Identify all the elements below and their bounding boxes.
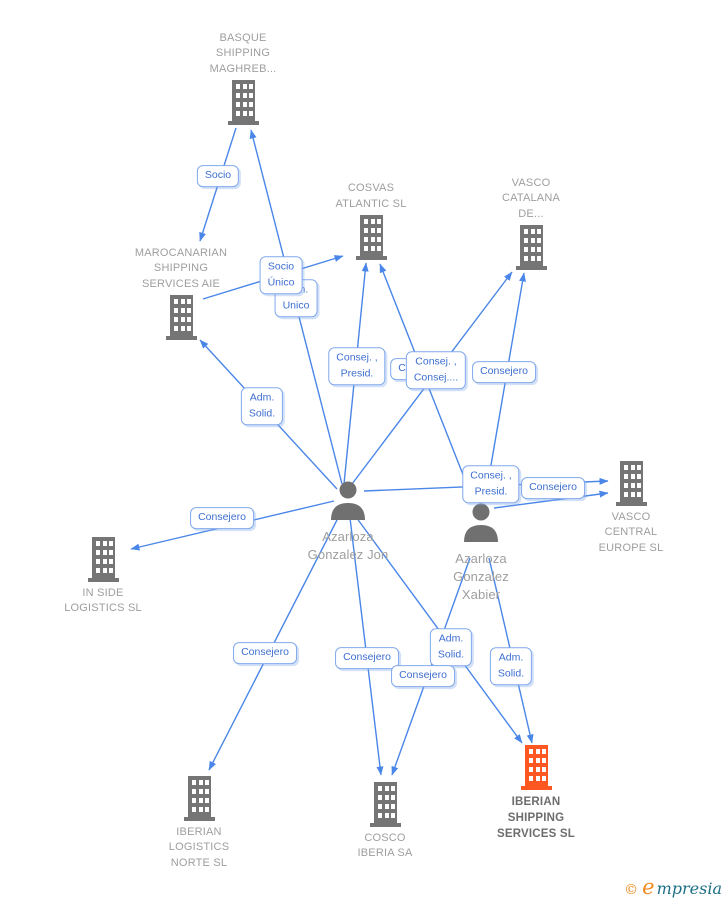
company-node-cosvas-atlantic[interactable]: COSVAS ATLANTIC SL [335,182,406,261]
edge-label-adm-solid-iberian-shipping-xabier: Adm. Solid. [489,647,533,685]
company-node-basque-shipping-maghreb[interactable]: BASQUE SHIPPING MAGHREB... [210,32,276,126]
company-label: IN SIDE LOGISTICS SL [64,587,142,615]
person-node-azarloza-gonzalez-xabier[interactable]: Azarloza Gonzalez Xabier [453,502,509,602]
building-icon [370,782,401,827]
company-node-marocanarian[interactable]: MAROCANARIAN SHIPPING SERVICES AIE [135,247,227,341]
company-label: IBERIAN LOGISTICS NORTE SL [168,826,230,869]
logo-wordmark: mpresia [656,879,722,898]
building-icon [616,461,647,506]
person-label: Azarloza Gonzalez Jon [307,529,389,563]
company-node-iberian-shipping-services[interactable]: IBERIAN SHIPPING SERVICES SL [497,745,575,840]
company-node-vasco-central[interactable]: VASCO CENTRAL EUROPE SL [599,461,663,554]
edge-xabier-vasco-central [493,490,609,509]
person-icon [331,481,365,520]
logo-letter-e: e [642,875,655,899]
edge-label-consejero-cosco-xabier: Consejero [391,665,455,687]
edge-jon-cosco [349,517,384,776]
person-node-azarloza-gonzalez-jon[interactable]: Azarloza Gonzalez Jon [308,480,388,562]
edge-label-socio: Socio [196,165,240,187]
building-icon [516,225,547,270]
company-node-in-side-logistics[interactable]: IN SIDE LOGISTICS SL [64,537,142,614]
building-icon [166,295,197,340]
company-label: VASCO CENTRAL EUROPE SL [598,511,664,554]
person-icon [464,503,498,542]
edge-label-consejero-cosco-jon: Consejero [335,647,399,669]
copyright-icon: © [624,882,639,898]
building-icon [88,537,119,582]
company-node-vasco-catalana[interactable]: VASCO CATALANA DE... [502,177,560,271]
company-node-iberian-logistics-norte[interactable]: IBERIAN LOGISTICS NORTE SL [169,776,229,869]
edge-label-consejero-vasco-catalana: Consejero [472,361,536,383]
edge-label-consejero-inside: Consejero [190,507,254,529]
building-icon [521,745,552,790]
edge-label-consejero-vasco-central: Consejero [521,477,585,499]
edge-label-consej-consej: Consej. , Consej.... [405,351,467,389]
building-icon [228,80,259,125]
company-label: BASQUE SHIPPING MAGHREB... [209,31,277,75]
company-label: MAROCANARIAN SHIPPING SERVICES AIE [134,246,228,290]
company-node-cosco-iberia[interactable]: COSCO IBERIA SA [358,782,412,859]
edge-label-consej-presid-vasco-central: Consej. , Presid. [462,465,520,503]
building-icon [184,776,215,821]
empresia-logo: © e mpresia [624,875,722,899]
edge-label-consejero-iberian-logistics: Consejero [233,642,297,664]
company-label: VASCO CATALANA DE... [501,176,561,220]
building-icon [356,215,387,260]
edge-xabier-vasco-catalana [484,272,527,501]
edge-label-adm-solid-iberian-shipping-jon: Adm. Solid. [429,628,473,666]
edge-label-consej-presid-cosvas: Consej. , Presid. [328,347,386,385]
company-label: IBERIAN SHIPPING SERVICES SL [496,796,576,841]
company-label: COSCO IBERIA SA [357,832,413,860]
edge-label-adm-solid-marocanarian: Adm. Solid. [240,387,284,425]
person-label: Azarloza Gonzalez Xabier [453,551,509,603]
company-label: COSVAS ATLANTIC SL [335,182,407,210]
edge-label-socio-unico: Socio Único [259,256,303,294]
